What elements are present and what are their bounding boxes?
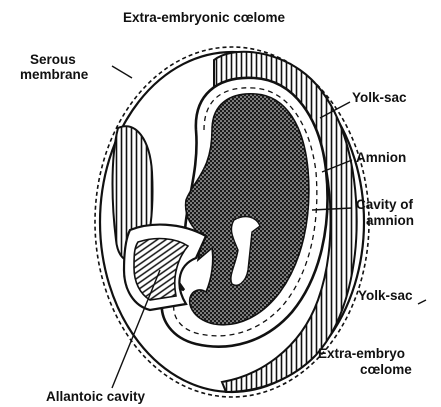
label-serous-membrane-line1: Serous <box>30 52 76 67</box>
label-extra-embryonic-coelome-bottom-line1: Extra-embryo <box>318 346 405 361</box>
leader-yolk-sac-lower <box>418 300 426 304</box>
label-extra-embryonic-coelome-top: Extra-embryonic cœlome <box>123 10 286 25</box>
label-yolk-sac-lower: Yolk-sac <box>358 288 413 303</box>
label-amnion: Amnion <box>356 150 406 165</box>
label-cavity-of-amnion-line1: Cavity of <box>356 197 414 212</box>
leader-serous-membrane <box>112 66 132 78</box>
label-serous-membrane-line2: membrane <box>20 67 89 82</box>
label-allantoic-cavity: Allantoic cavity <box>46 389 146 404</box>
label-extra-embryonic-coelome-bottom-line2: cœlome <box>360 362 412 377</box>
label-cavity-of-amnion-line2: amnion <box>366 213 414 228</box>
label-yolk-sac-upper: Yolk-sac <box>352 90 407 105</box>
